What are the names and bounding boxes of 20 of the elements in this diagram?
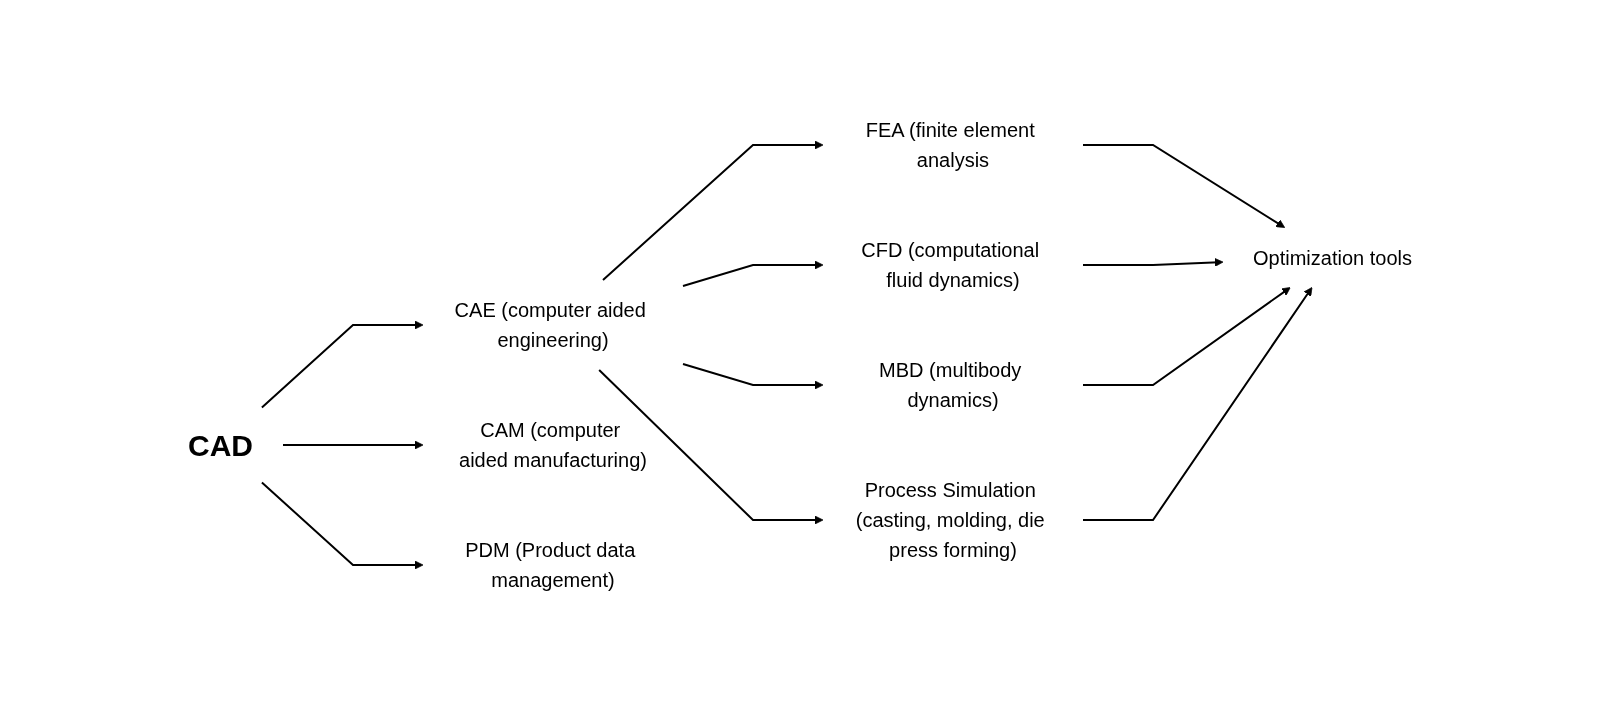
node-text: FEA (finite element analysis <box>865 119 1035 171</box>
node-text: Optimization tools <box>1252 246 1412 269</box>
node-text: MBD (multibody dynamics) <box>878 359 1021 411</box>
node-text: CFD (computational fluid dynamics) <box>860 239 1039 291</box>
arrow <box>597 369 823 525</box>
arrow <box>1081 144 1285 228</box>
arrow <box>281 440 423 450</box>
arrow <box>1081 287 1312 521</box>
node-text: CAE (computer aided engineering) <box>454 299 646 351</box>
node-text: CAD <box>187 428 253 462</box>
arrow <box>681 363 823 390</box>
arrow <box>1081 287 1291 386</box>
arrow <box>681 260 823 287</box>
arrow <box>601 140 823 281</box>
arrow <box>260 320 423 409</box>
arrow <box>1081 258 1223 267</box>
node-text: PDM (Product data management) <box>464 539 635 591</box>
node-text: CAM (computer aided manufacturing) <box>458 419 647 471</box>
arrow <box>260 481 423 570</box>
node-text: Process Simulation (casting, molding, die press forming) <box>855 479 1045 561</box>
